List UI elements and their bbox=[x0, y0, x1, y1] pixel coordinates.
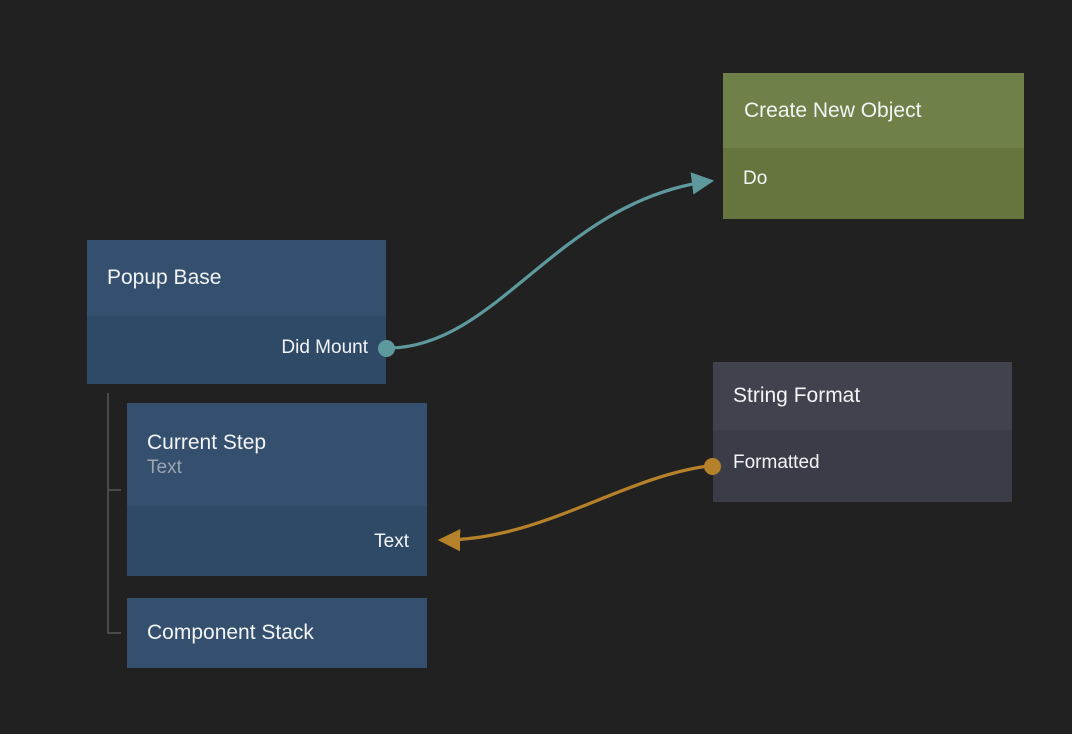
port-row-did-mount[interactable]: Did Mount bbox=[281, 337, 368, 359]
node-header[interactable]: Popup Base bbox=[87, 240, 386, 316]
node-popup-base[interactable]: Popup Base Did Mount bbox=[87, 240, 386, 384]
tree-connector-stub-current-step bbox=[107, 489, 121, 491]
port-row-do[interactable]: Do bbox=[743, 168, 767, 190]
node-body: Do bbox=[723, 148, 1024, 219]
port-dot-formatted[interactable] bbox=[704, 458, 721, 475]
port-dot-did-mount[interactable] bbox=[378, 340, 395, 357]
port-label: Do bbox=[743, 168, 768, 189]
node-header[interactable]: Current Step Text bbox=[127, 403, 427, 506]
node-title: Popup Base bbox=[107, 266, 222, 289]
node-create-new-object[interactable]: Create New Object Do bbox=[723, 73, 1024, 219]
port-row-formatted[interactable]: Formatted bbox=[733, 452, 820, 474]
node-header[interactable]: String Format bbox=[713, 362, 1012, 430]
node-header[interactable]: Create New Object bbox=[723, 73, 1024, 148]
node-component-stack[interactable]: Component Stack bbox=[127, 598, 427, 668]
connection-did-mount-to-do[interactable] bbox=[390, 172, 715, 350]
node-current-step[interactable]: Current Step Text Text bbox=[127, 403, 427, 576]
tree-connector-vertical bbox=[107, 393, 109, 634]
node-body: Did Mount bbox=[87, 316, 386, 384]
port-row-text[interactable]: Text bbox=[374, 531, 409, 553]
node-subtitle: Text bbox=[147, 457, 182, 478]
node-body: Text bbox=[127, 506, 427, 576]
port-label: Formatted bbox=[733, 452, 820, 473]
node-header[interactable]: Component Stack bbox=[127, 598, 427, 668]
node-title: Current Step bbox=[147, 431, 267, 454]
node-string-format[interactable]: String Format Formatted bbox=[713, 362, 1012, 502]
node-title: Component Stack bbox=[147, 621, 314, 644]
node-title: String Format bbox=[733, 384, 861, 407]
tree-connector-stub-component-stack bbox=[107, 632, 121, 634]
node-title: Create New Object bbox=[744, 98, 922, 122]
port-label: Did Mount bbox=[281, 337, 368, 358]
connection-formatted-to-text[interactable] bbox=[437, 464, 709, 552]
port-label: Text bbox=[374, 531, 409, 552]
node-body: Formatted bbox=[713, 430, 1012, 502]
